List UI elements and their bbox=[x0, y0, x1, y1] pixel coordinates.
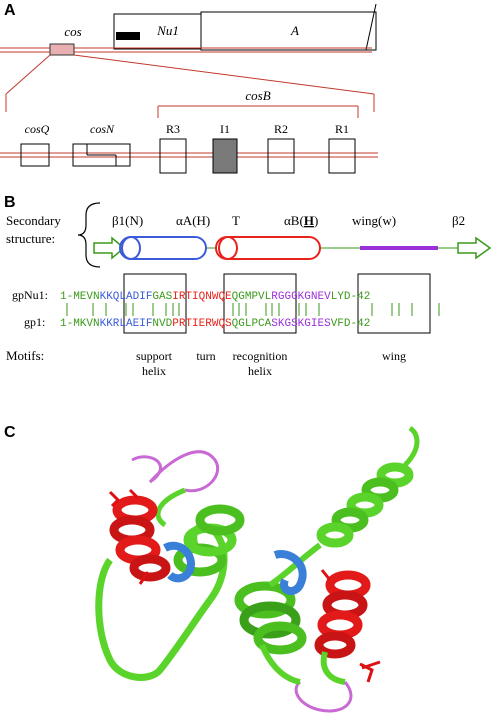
secondary-label-1: Secondary bbox=[6, 213, 61, 228]
gpnu1-label: gpNu1: bbox=[12, 288, 48, 302]
panel-b-label: B bbox=[4, 194, 16, 211]
a-gene-break bbox=[365, 3, 377, 51]
motif-turn: turn bbox=[196, 349, 215, 363]
site-r2-label: R2 bbox=[274, 122, 288, 136]
panel-c-structure bbox=[95, 425, 420, 713]
left-green-strand bbox=[95, 557, 213, 681]
ss-aB-label: αB(H) bbox=[284, 213, 318, 228]
left-blue-helix bbox=[163, 541, 195, 583]
cosn-box bbox=[72, 143, 131, 167]
right-top-strand bbox=[403, 425, 420, 467]
panel-c-label: C bbox=[4, 424, 16, 441]
nu1-label: Nu1 bbox=[156, 23, 179, 38]
cos-label: cos bbox=[64, 24, 81, 39]
site-r1-label: R1 bbox=[335, 122, 349, 136]
right-red-helix bbox=[314, 570, 371, 659]
site-i1-box bbox=[212, 138, 238, 174]
right-green-helix bbox=[234, 581, 307, 655]
gp1-sequence: 1-MKVNKKRLAEIFNVDPRTIERWQSQGLPCASKGSKGIE… bbox=[60, 318, 370, 330]
motif-support-line1: support bbox=[136, 349, 173, 363]
left-monomer bbox=[95, 450, 245, 681]
gp1-label: gp1: bbox=[24, 315, 45, 329]
left-red-helix bbox=[109, 495, 171, 582]
nu1-bar bbox=[116, 32, 140, 40]
motifs-label: Motifs: bbox=[6, 348, 44, 363]
brace bbox=[77, 202, 101, 268]
right-long-helix bbox=[316, 462, 414, 548]
cos-box bbox=[49, 43, 75, 56]
site-r1-box bbox=[328, 138, 356, 174]
right-monomer bbox=[234, 425, 420, 713]
ss-T-label: T bbox=[232, 213, 240, 228]
motif-wing: wing bbox=[382, 349, 406, 363]
cosq-label: cosQ bbox=[25, 122, 50, 136]
site-i1-label: I1 bbox=[220, 122, 230, 136]
panel-a-diagram: Nu1 A cos cosB cosQ cosN R3 I1 R2 R1 bbox=[0, 3, 378, 174]
motif-box-recognition bbox=[223, 273, 297, 334]
gpnu1-sequence: 1-MEVNKKQLADIFGASIRTIQNWQEQGMPVLRGGGKGNE… bbox=[60, 291, 370, 303]
left-wing-loop bbox=[148, 450, 220, 493]
ss-wing-label: wing(w) bbox=[352, 213, 396, 228]
a-gene-box bbox=[200, 11, 377, 51]
ss-b2-label: β2 bbox=[452, 213, 465, 228]
motif-recognition-line2: helix bbox=[248, 364, 272, 378]
cosq-box bbox=[20, 143, 50, 167]
cosn-label: cosN bbox=[90, 122, 115, 136]
beta2-arrow bbox=[457, 236, 492, 260]
zoom-line-right bbox=[73, 54, 375, 95]
site-r3-label: R3 bbox=[166, 122, 180, 136]
panel-a-label: A bbox=[4, 2, 16, 19]
ss-aA-label: αA(H) bbox=[176, 213, 210, 228]
alphaB-cylinder bbox=[215, 236, 321, 260]
left-green-helix bbox=[173, 504, 245, 577]
site-r2-box bbox=[267, 138, 295, 174]
ss-b1-label: β1(N) bbox=[112, 213, 143, 228]
secondary-label-2: structure: bbox=[6, 231, 55, 246]
motif-support-line2: helix bbox=[142, 364, 166, 378]
left-sidechains bbox=[108, 488, 150, 585]
alphaA-cylinder bbox=[119, 236, 207, 260]
motif-box-support bbox=[123, 273, 187, 334]
identity-bars bbox=[66, 303, 440, 316]
right-wing-loop bbox=[294, 680, 353, 713]
site-r3-box bbox=[159, 138, 187, 174]
right-blue-helix bbox=[273, 550, 307, 595]
zoom-line-left bbox=[5, 54, 51, 95]
motif-recognition-line1: recognition bbox=[233, 349, 288, 363]
a-gene-label: A bbox=[290, 23, 299, 38]
cosb-label: cosB bbox=[245, 88, 270, 103]
panel-b-diagram: Secondary structure: β1(N) αA(H) T αB(H)… bbox=[6, 202, 492, 378]
beta1-arrow bbox=[93, 236, 126, 260]
right-sidechains bbox=[320, 569, 381, 683]
motif-box-wing bbox=[357, 273, 431, 334]
